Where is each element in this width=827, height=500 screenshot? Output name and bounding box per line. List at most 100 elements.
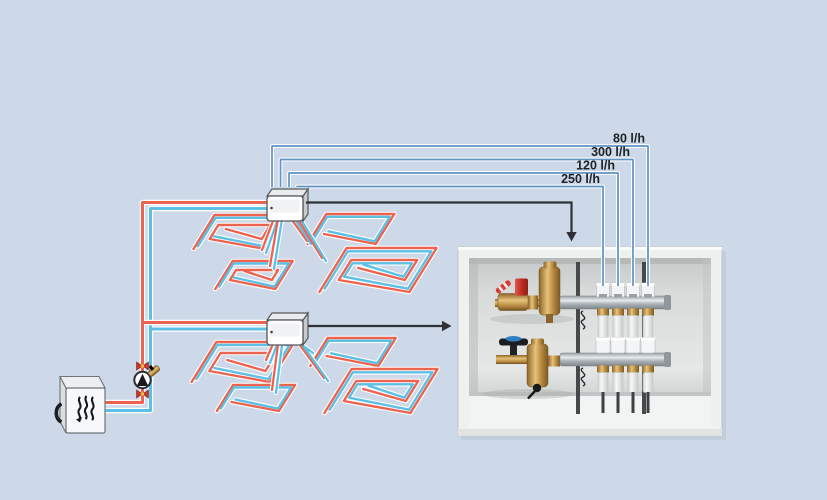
outlet-nut	[627, 308, 639, 316]
upper-zone-module	[265, 187, 310, 223]
boiler-top-face	[59, 375, 106, 389]
circuit-return-loop	[311, 215, 391, 243]
return-pipe-riser	[100, 205, 270, 414]
air-vent-cap	[543, 261, 557, 269]
module-led	[270, 330, 273, 334]
heating-circuit-spiral	[214, 382, 298, 414]
circuit-supply-loop	[309, 336, 397, 368]
pipe-stub	[616, 392, 620, 413]
boiler-handle	[54, 402, 63, 424]
connector-tube	[597, 372, 609, 393]
manifold-cabinet	[457, 246, 726, 440]
circuit-supply-loop	[192, 213, 288, 251]
main-piping	[100, 199, 272, 414]
cabinet-base-panel	[469, 396, 711, 429]
pump-icon	[133, 370, 152, 390]
shutoff-valve-icon	[136, 389, 149, 399]
lower-zone-module	[265, 311, 310, 347]
arrow-upper-to-cabinet	[306, 201, 573, 232]
circuit-supply-loop	[214, 259, 294, 291]
flow-line-300	[279, 158, 634, 286]
manifold-rail	[559, 295, 667, 310]
boiler-flame-icon	[76, 395, 95, 423]
heating-circuit-spiral	[213, 258, 295, 292]
separator-cap	[531, 338, 544, 345]
shutoff-valve-icon	[136, 361, 149, 371]
cap-highlight	[626, 337, 640, 341]
dirt-separator	[526, 343, 549, 388]
valve-lever	[495, 280, 511, 294]
reference-arrows	[306, 201, 577, 332]
pipe-stub	[601, 392, 605, 413]
module-led	[270, 206, 273, 210]
interior-right-shadow	[703, 258, 711, 396]
manifold-rail	[559, 352, 667, 367]
cabinet-frame-highlight	[458, 247, 722, 250]
heating-circuit-spiral	[317, 245, 439, 295]
rail-end-cap	[664, 352, 671, 367]
flow-label: 80 l/h	[613, 132, 645, 146]
flow-label: 300 l/h	[591, 145, 630, 159]
flow-line-120	[288, 172, 619, 286]
cap-neck	[599, 294, 607, 298]
cap-highlight	[641, 337, 655, 341]
valve-red-knob	[515, 278, 528, 296]
actuator-cable	[580, 367, 586, 387]
valve-stem	[510, 345, 517, 356]
interior-top-shadow	[469, 258, 711, 264]
valve-blue-cap	[505, 336, 522, 342]
circuit-return-loop	[328, 371, 434, 411]
heating-circuit-spiral	[305, 211, 397, 247]
cabinet-interior	[469, 258, 711, 396]
flow-label: 120 l/h	[576, 159, 615, 173]
heating-circuit-spiral	[308, 335, 398, 369]
outlet-nut	[642, 365, 654, 373]
circuit-return-loop	[218, 262, 290, 288]
right-arrow-icon	[442, 320, 452, 332]
interior-left-shadow	[469, 258, 478, 396]
connector-tube	[642, 372, 654, 393]
cap-neck	[614, 294, 622, 298]
circuit-return-loop	[323, 250, 433, 290]
mounting-rail	[576, 262, 580, 414]
separator-drain	[546, 314, 553, 323]
ball-valve-icon	[147, 364, 161, 377]
flow-sight-tube	[597, 315, 609, 340]
circuit-return-loop	[313, 339, 393, 365]
cap-highlight	[611, 337, 625, 341]
outlet-nut	[612, 308, 624, 316]
heating-circuit-spiral	[191, 212, 289, 252]
brass-pipe	[496, 355, 548, 364]
outlet-nut	[627, 365, 639, 373]
flow-sight-tube	[627, 315, 639, 340]
outlet-nut	[597, 308, 609, 316]
drain-lever	[527, 389, 537, 400]
pump-valve-group	[133, 361, 161, 399]
pipe-stub	[646, 392, 650, 413]
flow-line-80	[271, 145, 649, 286]
air-separator	[538, 266, 561, 316]
flow-label: 250 l/h	[561, 172, 600, 186]
actuator-cable	[580, 310, 586, 330]
flow-line-250	[296, 185, 604, 286]
cap-neck	[644, 294, 652, 298]
connector-tube	[612, 372, 624, 393]
balancing-valve-body	[497, 293, 529, 311]
circuit-return-loop	[219, 386, 293, 410]
outlet-nut	[642, 308, 654, 316]
rail-end-cap	[664, 295, 671, 310]
outlet-nut	[612, 365, 624, 373]
boiler	[54, 375, 106, 434]
circuit-supply-loop	[215, 383, 297, 413]
flow-sight-tube	[642, 315, 654, 340]
return-manifold	[482, 336, 671, 400]
circuit-supply-loop	[306, 212, 396, 246]
cabinet-bottom-rail	[458, 429, 722, 436]
down-arrow-icon	[566, 232, 577, 242]
cap-neck	[629, 294, 637, 298]
connector-tube	[627, 372, 639, 393]
cap-highlight	[596, 337, 610, 341]
circuit-supply-loop	[323, 367, 439, 415]
flow-labels: 80 l/h 300 l/h 120 l/h 250 l/h	[561, 132, 645, 187]
